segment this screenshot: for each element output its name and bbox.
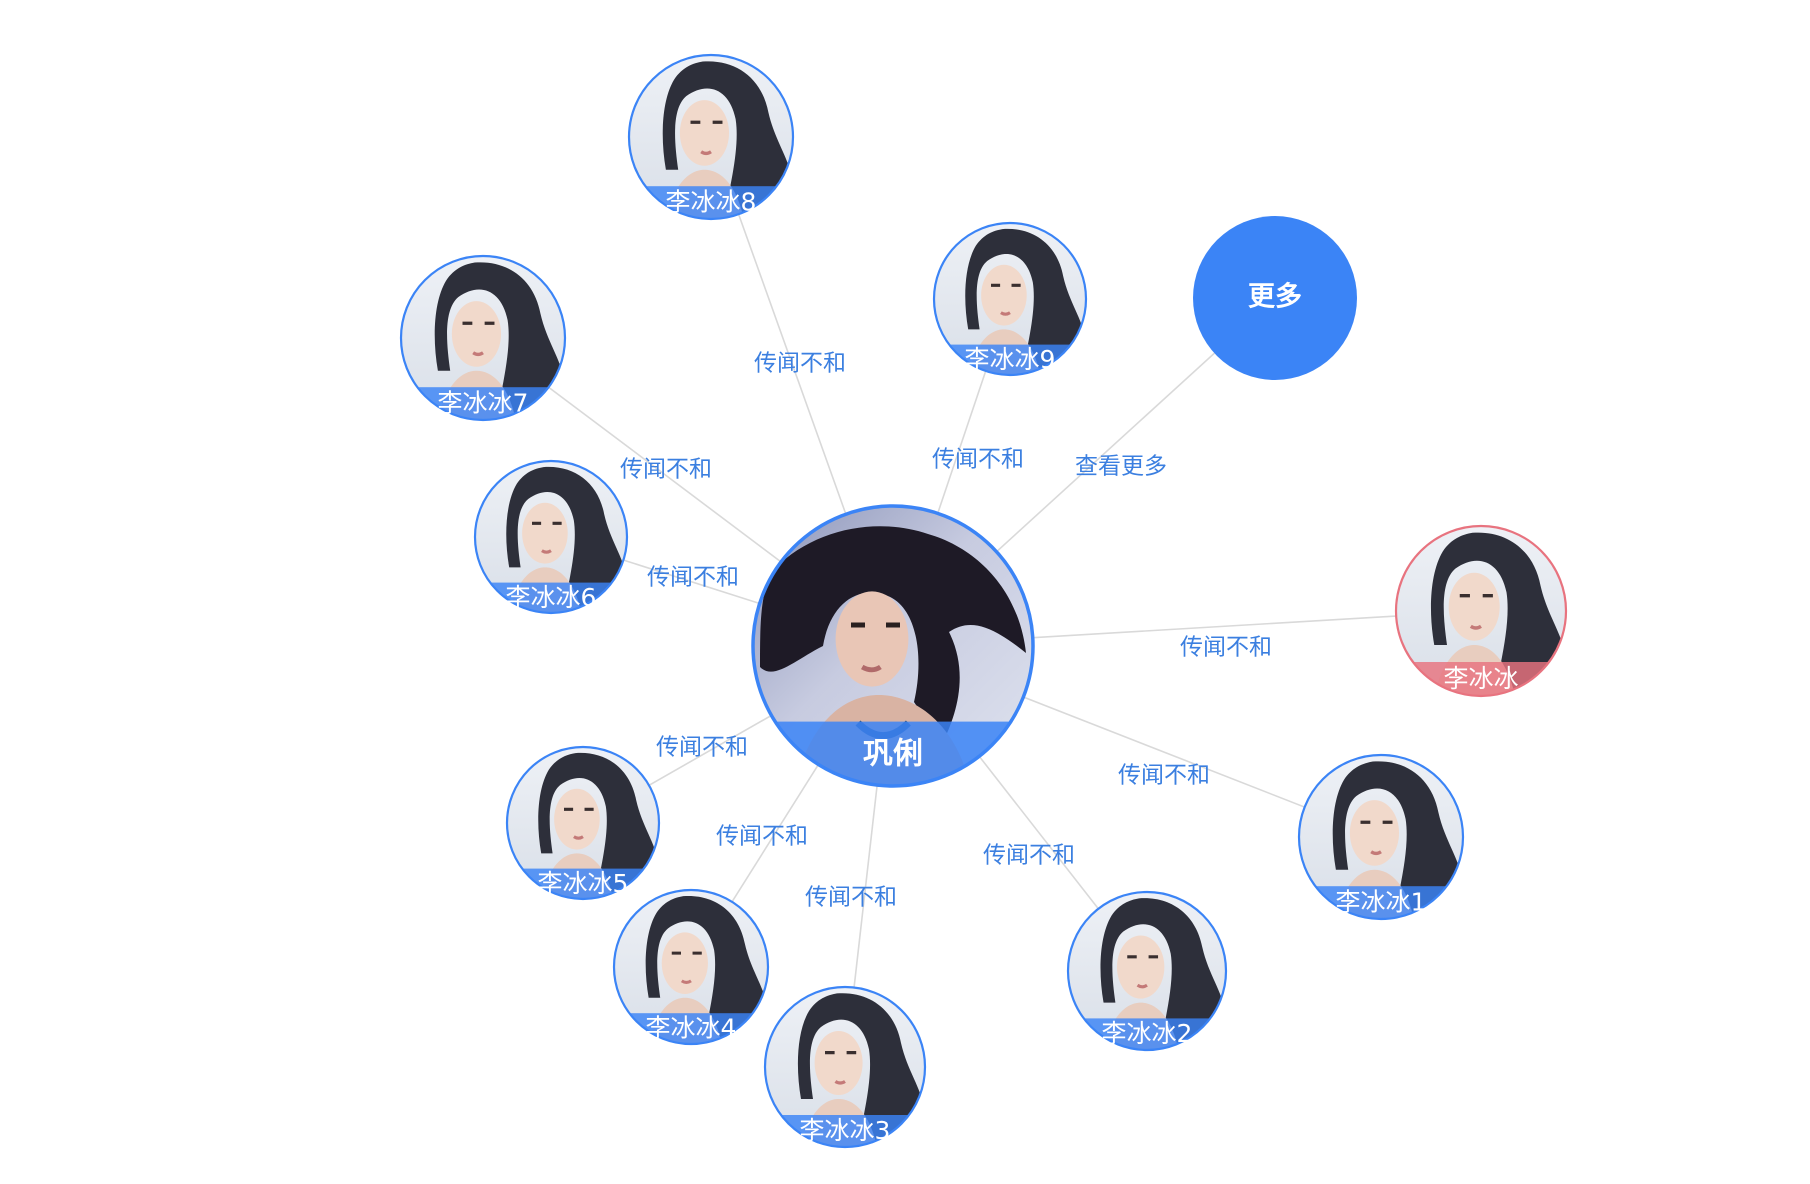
avatar-ring (932, 221, 1088, 377)
person-node[interactable]: 李冰冰7 (399, 254, 567, 422)
relation-edge-label: 传闻不和 (1118, 763, 1210, 789)
center-node-label: 巩俐 (863, 736, 923, 771)
relation-edge-label: 传闻不和 (620, 457, 712, 483)
relation-edge-label: 传闻不和 (647, 565, 739, 591)
person-node[interactable]: 李冰冰6 (473, 459, 629, 615)
person-node[interactable]: 李冰冰9 (932, 221, 1088, 377)
relation-edge-label: 传闻不和 (716, 824, 808, 850)
highlighted-person-node[interactable]: 李冰冰 (1394, 524, 1568, 698)
person-node[interactable]: 李冰冰8 (627, 53, 795, 221)
person-node[interactable]: 李冰冰2 (1066, 890, 1228, 1052)
avatar-ring (627, 53, 795, 221)
node-label: 李冰冰6 (506, 583, 597, 612)
node-label: 李冰冰 (1443, 664, 1518, 693)
avatar-ring (763, 985, 927, 1149)
person-node[interactable]: 李冰冰5 (505, 745, 661, 901)
relation-edge-label: 传闻不和 (754, 351, 846, 377)
person-node[interactable]: 李冰冰1 (1297, 753, 1465, 921)
more-button-label: 更多 (1248, 282, 1302, 313)
avatar-ring (612, 888, 770, 1046)
relation-edge-label: 传闻不和 (656, 735, 748, 761)
node-label: 李冰冰8 (666, 188, 757, 217)
center-person-node[interactable]: 巩俐 (751, 504, 1035, 788)
avatar-ring (1066, 890, 1228, 1052)
more-edge-label: 查看更多 (1075, 454, 1167, 480)
node-label: 李冰冰4 (646, 1014, 737, 1043)
node-label: 李冰冰7 (438, 389, 529, 418)
person-node[interactable]: 李冰冰4 (612, 888, 770, 1046)
node-label: 李冰冰5 (538, 869, 629, 898)
more-circle (1193, 216, 1357, 380)
relation-edge-label: 传闻不和 (1180, 635, 1272, 661)
relation-edge-label: 传闻不和 (805, 885, 897, 911)
edge-labels-layer: 传闻不和传闻不和传闻不和传闻不和传闻不和传闻不和传闻不和传闻不和传闻不和传闻不和… (620, 351, 1272, 911)
avatar-ring (751, 504, 1035, 788)
node-label: 李冰冰3 (800, 1116, 891, 1145)
avatar-ring (1394, 524, 1568, 698)
more-button[interactable]: 更多 (1193, 216, 1357, 380)
avatar-ring (1297, 753, 1465, 921)
avatar-ring (473, 459, 629, 615)
avatar-ring (505, 745, 661, 901)
avatar-ring (399, 254, 567, 422)
person-node[interactable]: 李冰冰3 (763, 985, 927, 1149)
node-label: 李冰冰9 (965, 345, 1056, 374)
node-label: 李冰冰2 (1102, 1019, 1193, 1048)
relation-edge-label: 传闻不和 (932, 447, 1024, 473)
node-label: 李冰冰1 (1336, 888, 1427, 917)
relation-edge-label: 传闻不和 (983, 843, 1075, 869)
